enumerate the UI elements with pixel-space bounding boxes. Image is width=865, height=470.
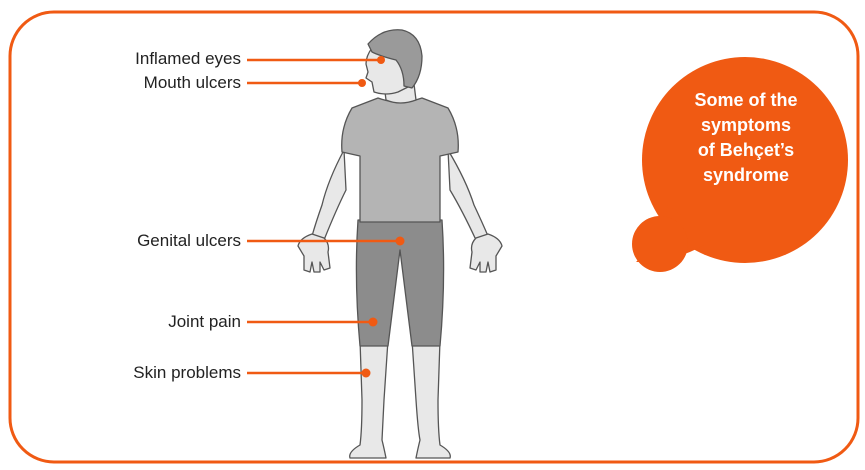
left-arm xyxy=(312,150,346,240)
label-joint-pain: Joint pain xyxy=(168,312,241,332)
pointer-dot-mouth-ulcers xyxy=(358,79,366,87)
pointer-dot-joint-pain xyxy=(369,318,378,327)
callout-line: syndrome xyxy=(662,163,830,188)
pointer-dot-inflamed-eyes xyxy=(377,56,385,64)
right-arm xyxy=(448,150,488,240)
label-inflamed-eyes: Inflamed eyes xyxy=(135,49,241,69)
pointer-dot-genital-ulcers xyxy=(396,237,405,246)
left-hand xyxy=(298,234,330,272)
right-leg xyxy=(412,340,450,458)
pointer-dot-skin-problems xyxy=(362,369,371,378)
label-genital-ulcers: Genital ulcers xyxy=(137,231,241,251)
right-hand xyxy=(470,234,502,272)
callout-line: symptoms xyxy=(662,113,830,138)
left-leg xyxy=(350,340,388,458)
label-mouth-ulcers: Mouth ulcers xyxy=(144,73,241,93)
shirt xyxy=(342,98,459,222)
callout-line: Some of the xyxy=(662,88,830,113)
label-skin-problems: Skin problems xyxy=(133,363,241,383)
callout-line: of Behçet’s xyxy=(662,138,830,163)
callout-title: Some of the symptoms of Behçet’s syndrom… xyxy=(662,88,830,188)
